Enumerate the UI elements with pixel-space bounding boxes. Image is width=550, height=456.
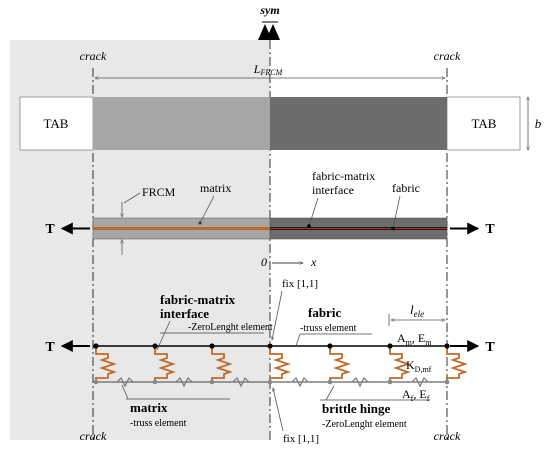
af-ef-label: Af, Ef [402, 387, 430, 403]
interface-spring [446, 346, 468, 382]
brittle-hinge [411, 376, 429, 388]
kd-label: KD,mf [406, 358, 432, 374]
model-matrix-title: matrix [130, 400, 168, 415]
brittle-hinge [175, 376, 193, 388]
model-hinge-sub: -ZeroLenght element [322, 419, 407, 430]
interface-spring [211, 346, 233, 382]
matrix-node [152, 379, 158, 385]
interface-spring [389, 346, 411, 382]
matrix-node [444, 379, 450, 385]
tab-left-label: TAB [44, 116, 69, 131]
model-load-left-label: T [45, 340, 55, 355]
model-interface-leader [156, 320, 171, 351]
fabric-node [387, 343, 393, 349]
specimen-dark-half [270, 97, 447, 150]
fix-top-label: fix [1,1] [282, 278, 318, 290]
specimen-light-half [93, 97, 270, 150]
section-load-left-label: T [45, 222, 55, 237]
element-length-label: lele [410, 302, 424, 319]
frcm-leader [123, 192, 141, 204]
matrix-node [93, 379, 99, 385]
model-load-right-label: T [485, 340, 495, 355]
width-label: b [535, 116, 542, 131]
matrix-label: matrix [200, 181, 231, 195]
crack-label-right-bottom: crack [434, 429, 461, 443]
length-label: LFRCM [253, 62, 284, 77]
fabric-node [93, 343, 99, 349]
crack-label-left-bottom: crack [80, 429, 107, 443]
fabric-node [327, 343, 333, 349]
fix-top-leader [272, 290, 283, 340]
brittle-hinge [232, 376, 250, 388]
matrix-leader [199, 195, 215, 224]
brittle-hinge [291, 376, 309, 388]
interface-spring [269, 346, 291, 382]
frcm-label: FRCM [142, 185, 176, 199]
interface-spring [95, 346, 117, 382]
fix-bottom-label: fix [1,1] [283, 433, 319, 445]
crack-label-left-top: crack [80, 49, 107, 63]
origin-label: 0 [261, 255, 267, 269]
brittle-hinge [116, 376, 134, 388]
fabric-node [152, 343, 158, 349]
model-interface-title-line2: interface [160, 306, 209, 321]
am-em-label: Am, Em [397, 331, 432, 347]
matrix-node [327, 379, 333, 385]
fabric-node [444, 343, 450, 349]
matrix-node [267, 379, 273, 385]
model-fabric-sub: -truss element [300, 323, 357, 334]
interface-leader [308, 197, 319, 227]
model-matrix-sub: -truss element [130, 418, 187, 429]
model-fabric-leader [295, 333, 301, 347]
x-axis-label: x [310, 255, 317, 269]
interface-label-line1: fabric-matrix [312, 169, 375, 183]
matrix-node [209, 379, 215, 385]
matrix-point [198, 221, 202, 225]
brittle-hinge [351, 376, 369, 388]
symmetry-marker: sym [258, 3, 280, 40]
model-fabric-title: fabric [308, 305, 341, 320]
fabric-leader [392, 195, 401, 229]
fabric-node [209, 343, 215, 349]
fabric-label: fabric [392, 181, 420, 195]
model-interface-sub: -ZeroLenght element [188, 322, 273, 333]
crack-label-right-top: crack [434, 49, 461, 63]
sym-label: sym [259, 3, 279, 17]
section-load-right-label: T [485, 222, 495, 237]
tab-right-label: TAB [472, 116, 497, 131]
tab-right [446, 96, 521, 151]
interface-spring [154, 346, 176, 382]
model-interface-title-line1: fabric-matrix [160, 292, 236, 307]
fabric-node [267, 343, 273, 349]
fabric-point [391, 226, 395, 231]
model-nodes [93, 343, 450, 385]
model-hinge-leader [325, 385, 335, 401]
interface-label-line2: interface [312, 183, 354, 197]
interface-spring [329, 346, 351, 382]
interface-springs [95, 346, 468, 382]
fix-bottom-leader [273, 388, 284, 432]
model-matrix-leader [121, 384, 129, 400]
brittle-hinges [116, 376, 429, 388]
matrix-node [387, 379, 393, 385]
model-hinge-title: brittle hinge [322, 401, 390, 416]
interface-point [307, 224, 311, 228]
